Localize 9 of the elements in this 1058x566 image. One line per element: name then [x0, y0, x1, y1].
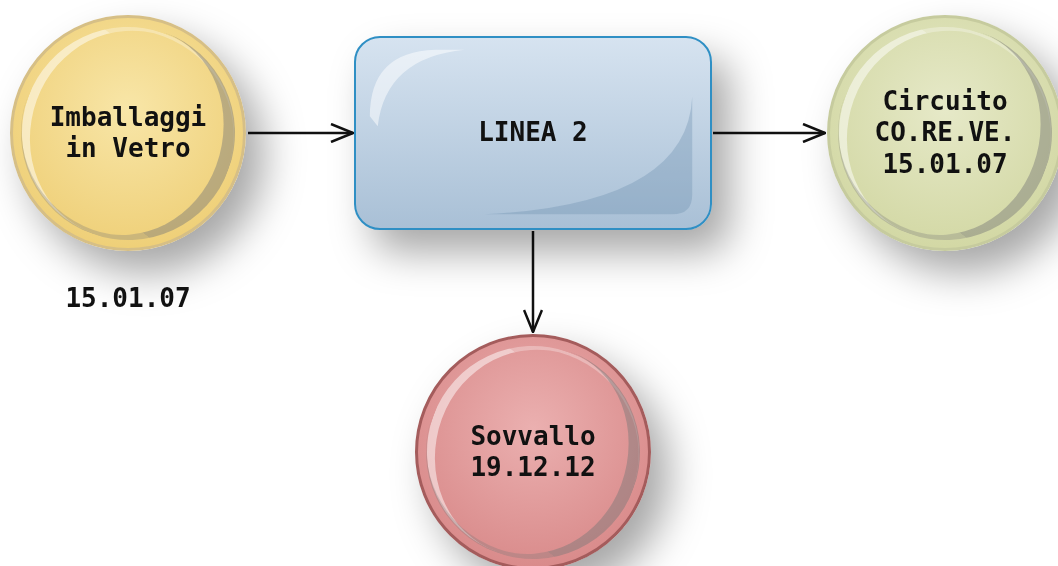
arrow: [522, 231, 544, 334]
process-box: [354, 36, 712, 230]
code-label: 15.01.07: [64, 283, 192, 313]
node-label: Circuito CO.RE.VE. 15.01.07: [873, 86, 1017, 180]
node-label: Sovvallo 19.12.12: [469, 420, 597, 484]
node-label: Imballaggi in Vetro: [48, 101, 208, 165]
arrow: [248, 122, 355, 144]
arrow: [713, 122, 827, 144]
node-label: LINEA 2: [478, 117, 588, 149]
